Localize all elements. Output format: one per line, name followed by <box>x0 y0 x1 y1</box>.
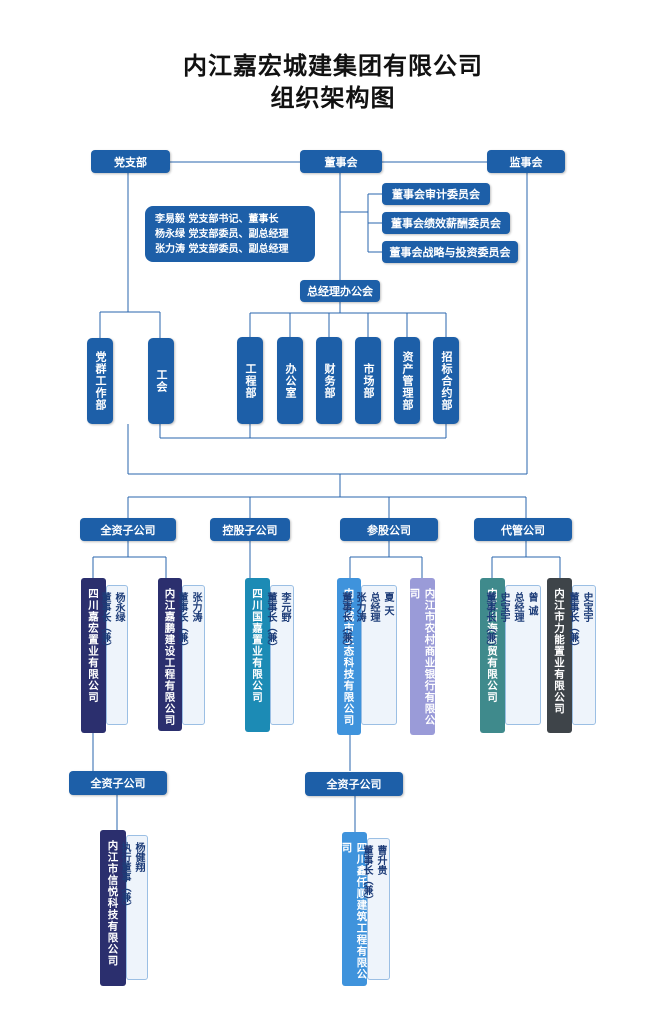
dept-bidding: 招标合约部 <box>433 337 459 424</box>
company-jiahong-realty: 四川嘉宏置业有限公司 <box>81 578 106 733</box>
labor-union: 工会 <box>148 338 174 424</box>
person-name-1: 曾 诚 <box>526 592 537 616</box>
company-jiahong-realty-person: 杨永绿董事长（兼） <box>99 585 128 725</box>
title-line-2: 组织架构图 <box>270 83 396 112</box>
person-name: 杨健翔 <box>133 842 144 872</box>
category-managed: 代管公司 <box>474 518 572 541</box>
party-members-box: 李易毅 党支部书记、董事长 杨永绿 党支部委员、副总经理 张力涛 党支部委员、副… <box>145 206 315 262</box>
person-name-2: 史宝宇 <box>498 592 509 622</box>
party-member-2: 杨永绿 党支部委员、副总经理 <box>155 229 289 240</box>
board-box: 董事会 <box>300 150 382 173</box>
party-work-dept: 党群工作部 <box>87 338 113 424</box>
company-xinyue-tech-person: 杨健翔执行董事（兼） <box>119 835 148 980</box>
company-guojia-realty-person: 李元野董事长（兼） <box>265 585 294 725</box>
person-role: 董事长（兼） <box>99 592 110 652</box>
party-member-1: 李易毅 党支部书记、董事长 <box>155 214 279 225</box>
company-lineng-realty: 内江市力能置业有限公司 <box>547 578 572 733</box>
dept-office: 办公室 <box>277 337 303 424</box>
company-chuanhai-trade-persons: 曾 诚总经理 史宝宇董事长（兼） <box>484 585 541 725</box>
company-jiapeng-construction-person: 张力涛董事长（兼） <box>176 585 205 725</box>
party-branch-box: 党支部 <box>91 150 170 173</box>
person-role: 执行董事（兼） <box>119 842 130 912</box>
person-role: 董事长（兼） <box>361 845 372 905</box>
company-city-eco-tech-persons: 夏 天总经理 张力涛董事长（兼） <box>340 585 397 725</box>
company-lineng-realty-person: 史宝宇董事长（兼） <box>567 585 596 725</box>
category-equity: 参股公司 <box>340 518 438 541</box>
category-wholly-owned: 全资子公司 <box>80 518 176 541</box>
person-name-2: 张力涛 <box>354 592 365 622</box>
person-role: 董事长（兼） <box>265 592 276 652</box>
committee-audit: 董事会审计委员会 <box>382 183 490 205</box>
person-role: 董事长（兼） <box>176 592 187 652</box>
company-guojia-realty: 四川国嘉置业有限公司 <box>245 578 270 732</box>
person-role: 董事长（兼） <box>567 592 578 652</box>
dept-market: 市场部 <box>355 337 381 424</box>
committee-strategy: 董事会战略与投资委员会 <box>382 241 518 263</box>
supervisors-box: 监事会 <box>487 150 565 173</box>
company-chuanhai-trade: 内江川海商贸有限公司 <box>480 578 505 733</box>
party-member-3: 张力涛 党支部委员、副总经理 <box>155 244 289 255</box>
person-name: 曹升贵 <box>375 845 386 875</box>
sub-category-wholly-owned-2: 全资子公司 <box>305 772 403 796</box>
person-name-1: 夏 天 <box>382 592 393 616</box>
person-name: 张力涛 <box>190 592 201 622</box>
company-city-eco-tech: 内江城市生态科技有限公司 <box>337 578 361 735</box>
sub-category-wholly-owned-1: 全资子公司 <box>69 771 167 795</box>
category-holding: 控股子公司 <box>210 518 290 541</box>
company-jiapeng-construction: 内江嘉鹏建设工程有限公司 <box>158 578 182 731</box>
person-name: 李元野 <box>279 592 290 622</box>
company-xinqianshun-construction-person: 曹升贵董事长（兼） <box>361 838 390 980</box>
title-line-1: 内江嘉宏城建集团有限公司 <box>183 51 483 80</box>
dept-asset: 资产管理部 <box>394 337 420 424</box>
person-role-2: 董事长（兼） <box>340 592 351 652</box>
person-name: 杨永绿 <box>113 592 124 622</box>
company-xinyue-tech: 内江市信悦科技有限公司 <box>100 830 126 986</box>
committee-performance: 董事会绩效薪酬委员会 <box>382 212 510 234</box>
gm-office-box: 总经理办公会 <box>300 280 380 302</box>
person-role-1: 总经理 <box>512 592 523 622</box>
company-xinqianshun-construction: 四川鑫仟顺建筑工程有限公司 <box>341 832 368 986</box>
company-rural-bank: 内江市农村商业银行有限公司 <box>409 578 436 735</box>
person-name: 史宝宇 <box>581 592 592 622</box>
dept-engineering: 工程部 <box>237 337 263 424</box>
person-role-2: 董事长（兼） <box>484 592 495 652</box>
person-role-1: 总经理 <box>368 592 379 622</box>
dept-finance: 财务部 <box>316 337 342 424</box>
